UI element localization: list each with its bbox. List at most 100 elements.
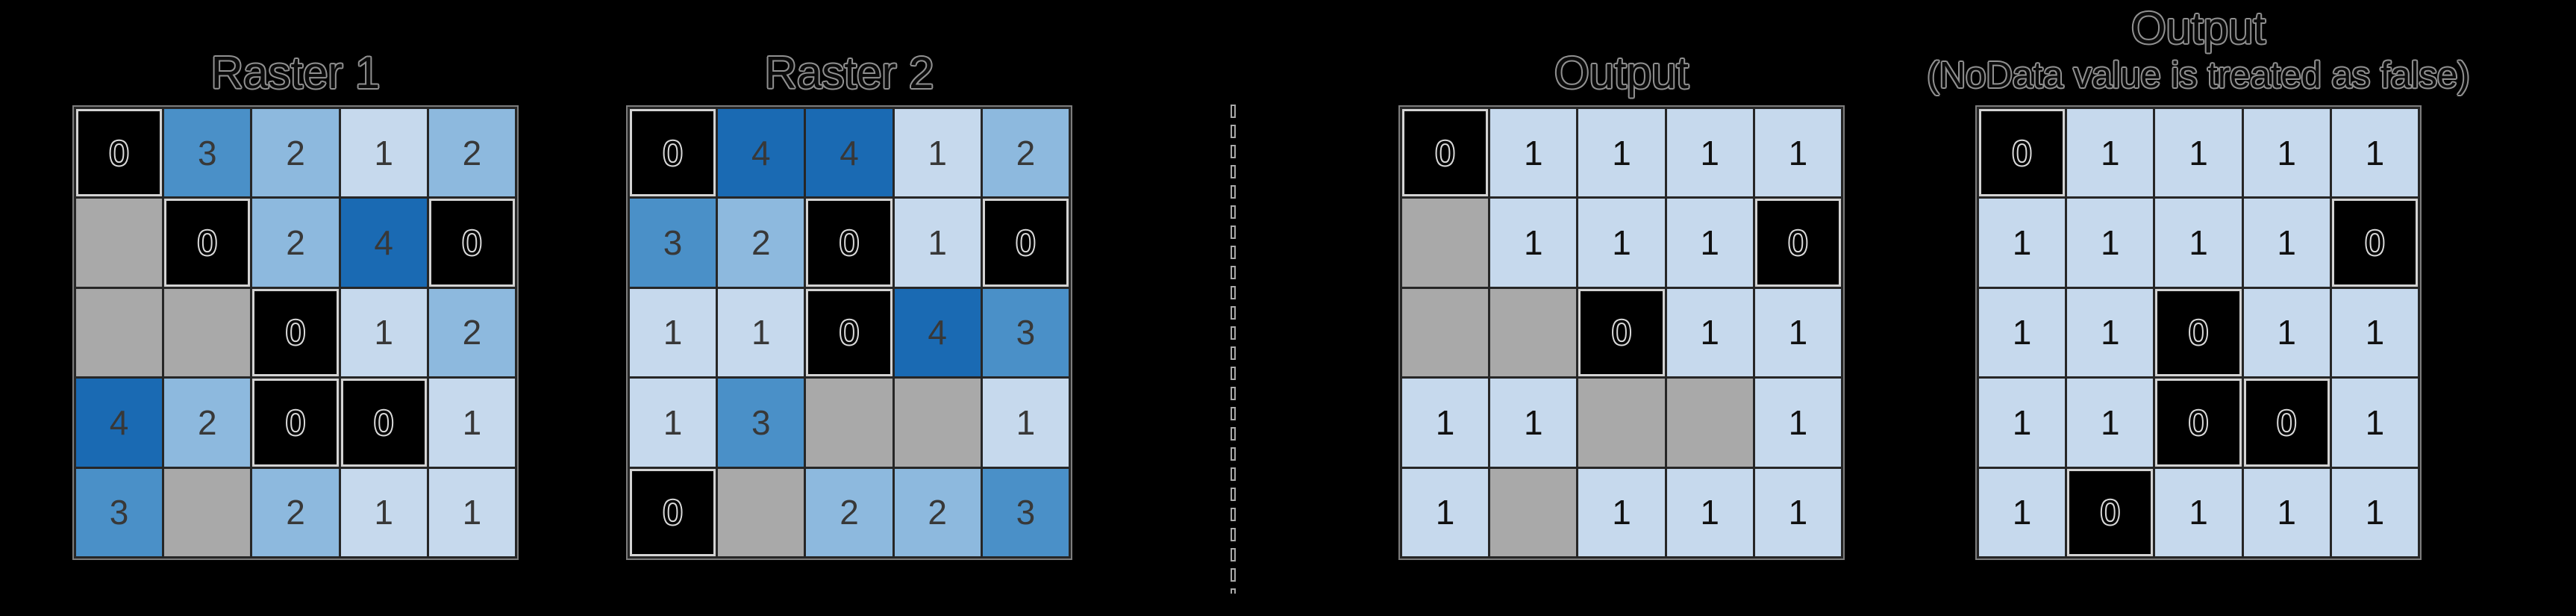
grid-cell: 2 <box>428 288 515 377</box>
grid-cell: 1 <box>340 288 427 377</box>
grid-cell: 1 <box>340 468 427 556</box>
cell-value: 0 <box>1788 223 1808 263</box>
grid-cell-nodata <box>1578 379 1665 467</box>
cell-value: 0 <box>197 223 217 263</box>
cell-value: 4 <box>109 402 129 442</box>
grid-cell: 1 <box>1402 379 1489 467</box>
grid-cell: 0 <box>630 468 716 556</box>
grid-cell: 0 <box>428 199 515 287</box>
grid-cell: 0 <box>164 199 251 287</box>
cell-value: 1 <box>1788 402 1808 442</box>
cell-value: 1 <box>2012 223 2032 263</box>
grid-cell: 3 <box>982 288 1069 377</box>
grid-cell: 2 <box>428 109 515 197</box>
cell-value: 1 <box>751 313 771 352</box>
grid-cell: 2 <box>718 199 804 287</box>
cell-value: 1 <box>2365 402 2385 442</box>
cell-value: 1 <box>1523 402 1543 442</box>
grid-cell: 1 <box>428 379 515 467</box>
cell-value: 1 <box>1612 493 1631 532</box>
raster2-title: Raster 2 <box>764 48 934 98</box>
grid-cell-nodata <box>76 288 163 377</box>
grid-cell: 4 <box>894 288 981 377</box>
cell-value: 1 <box>1435 402 1455 442</box>
cell-value: 1 <box>1612 223 1631 263</box>
grid-cell: 1 <box>1979 199 2066 287</box>
cell-value: 1 <box>1016 402 1036 442</box>
cell-value: 1 <box>462 402 482 442</box>
cell-value: 2 <box>751 223 771 263</box>
cell-value: 1 <box>1523 223 1543 263</box>
cell-value: 1 <box>2277 223 2296 263</box>
cell-value: 2 <box>1016 133 1036 172</box>
grid-cell: 3 <box>164 109 251 197</box>
grid-cell-nodata <box>806 379 892 467</box>
output-nodata-subtitle: (NoData value is treated as false) <box>1927 55 2470 96</box>
cell-value: 1 <box>2189 223 2208 263</box>
cell-value: 0 <box>663 493 683 532</box>
grid-cell: 1 <box>894 109 981 197</box>
grid-cell: 1 <box>1490 109 1577 197</box>
cell-value: 2 <box>197 402 217 442</box>
grid-cell: 0 <box>1402 109 1489 197</box>
cell-value: 3 <box>1016 493 1036 532</box>
grid-cell: 0 <box>2067 468 2154 556</box>
cell-value: 4 <box>374 223 393 263</box>
grid-cell: 1 <box>1666 288 1753 377</box>
grid-cell: 1 <box>1578 199 1665 287</box>
cell-value: 1 <box>2189 133 2208 172</box>
raster2-title-area: Raster 2 <box>628 0 1071 107</box>
cell-value: 3 <box>663 223 683 263</box>
cell-value: 0 <box>462 223 482 263</box>
cell-value: 1 <box>1700 133 1719 172</box>
grid-cell: 0 <box>252 379 339 467</box>
cell-value: 1 <box>462 493 482 532</box>
cell-value: 1 <box>2100 223 2120 263</box>
grid-cell: 1 <box>1490 379 1577 467</box>
grid-cell: 1 <box>982 379 1069 467</box>
cell-value: 2 <box>286 493 305 532</box>
grid-cell: 2 <box>894 468 981 556</box>
grid-cell: 1 <box>340 109 427 197</box>
cell-value: 0 <box>1016 223 1036 263</box>
grid-cell: 1 <box>1578 109 1665 197</box>
grid-cell: 1 <box>2243 109 2330 197</box>
grid-cell-nodata <box>164 288 251 377</box>
output-title: Output <box>1554 48 1689 98</box>
grid-cell: 2 <box>252 109 339 197</box>
cell-value: 1 <box>2277 133 2296 172</box>
grid-cell: 0 <box>340 379 427 467</box>
cell-value: 2 <box>462 313 482 352</box>
grid-cell-nodata <box>894 379 981 467</box>
cell-value: 0 <box>286 313 305 352</box>
grid-cell-nodata <box>718 468 804 556</box>
grid-cell: 1 <box>428 468 515 556</box>
cell-value: 0 <box>374 402 393 442</box>
grid-cell: 0 <box>2243 379 2330 467</box>
cell-value: 2 <box>462 133 482 172</box>
cell-value: 1 <box>2012 402 2032 442</box>
grid-cell: 1 <box>2067 109 2154 197</box>
cell-value: 1 <box>1612 133 1631 172</box>
cell-value: 1 <box>2100 133 2120 172</box>
grid-cell: 1 <box>1754 468 1841 556</box>
cell-value: 1 <box>374 313 393 352</box>
grid-cell: 2 <box>252 468 339 556</box>
grid-cell: 0 <box>2331 199 2418 287</box>
grid-cell: 1 <box>1578 468 1665 556</box>
cell-value: 1 <box>1788 493 1808 532</box>
grid-cell: 3 <box>76 468 163 556</box>
grid-cell: 1 <box>1979 468 2066 556</box>
cell-value: 1 <box>1788 133 1808 172</box>
grid-cell: 1 <box>1754 379 1841 467</box>
grid-cell: 2 <box>252 199 339 287</box>
grid-cell: 0 <box>1578 288 1665 377</box>
grid-cell: 3 <box>630 199 716 287</box>
cell-value: 1 <box>1700 493 1719 532</box>
cell-value: 1 <box>1700 223 1719 263</box>
cell-value: 4 <box>840 133 859 172</box>
cell-value: 1 <box>2365 313 2385 352</box>
grid-cell: 1 <box>1666 468 1753 556</box>
